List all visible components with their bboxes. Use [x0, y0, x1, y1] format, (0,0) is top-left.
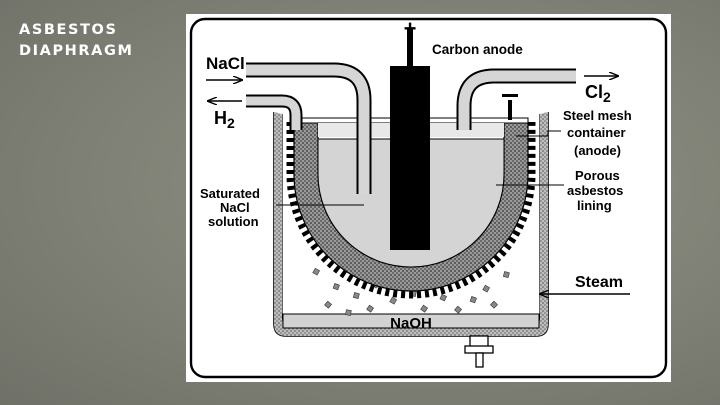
naoh-label: NaOH — [390, 315, 432, 332]
steam-label: Steam — [575, 274, 623, 291]
h2-outlet-pipe — [246, 94, 303, 130]
naoh-layer — [282, 313, 540, 329]
h2-label: H2 — [214, 108, 235, 131]
slide-title-line-2: DIAPHRAGM — [19, 43, 134, 59]
electrolytic-cell-diagram: NaOH — [189, 16, 668, 379]
slide-title-line-1: ASBESTOS — [19, 22, 118, 38]
steel-mesh-label-line-2: container — [567, 125, 626, 140]
steel-mesh-label-line-3: (anode) — [574, 143, 621, 158]
carbon-anode — [390, 28, 430, 250]
naoh-droplets — [312, 267, 510, 316]
cathode-terminal — [502, 94, 518, 120]
positive-terminal-sign: + — [404, 16, 417, 41]
diagram-panel: NaOH — [186, 14, 671, 382]
porous-label-line-3: lining — [577, 198, 612, 213]
porous-label-line-2: asbestos — [567, 183, 623, 198]
nacl-input-label: NaCl — [206, 54, 245, 73]
cl2-outlet-pipe — [456, 68, 576, 130]
saturated-label-line-3: solution — [208, 214, 259, 229]
steel-mesh-label-line-1: Steel mesh — [563, 108, 632, 123]
saturated-label-line-2: NaCl — [220, 200, 250, 215]
slide-title: ASBESTOS DIAPHRAGM — [19, 20, 169, 62]
cl2-label: Cl2 — [585, 82, 611, 105]
nacl-inlet-pipe — [246, 62, 372, 194]
drain-outlet — [464, 335, 494, 368]
carbon-anode-label: Carbon anode — [432, 42, 523, 57]
porous-label-line-1: Porous — [575, 168, 620, 183]
steel-mesh-leader — [516, 130, 561, 137]
saturated-label-line-1: Saturated — [200, 186, 260, 201]
